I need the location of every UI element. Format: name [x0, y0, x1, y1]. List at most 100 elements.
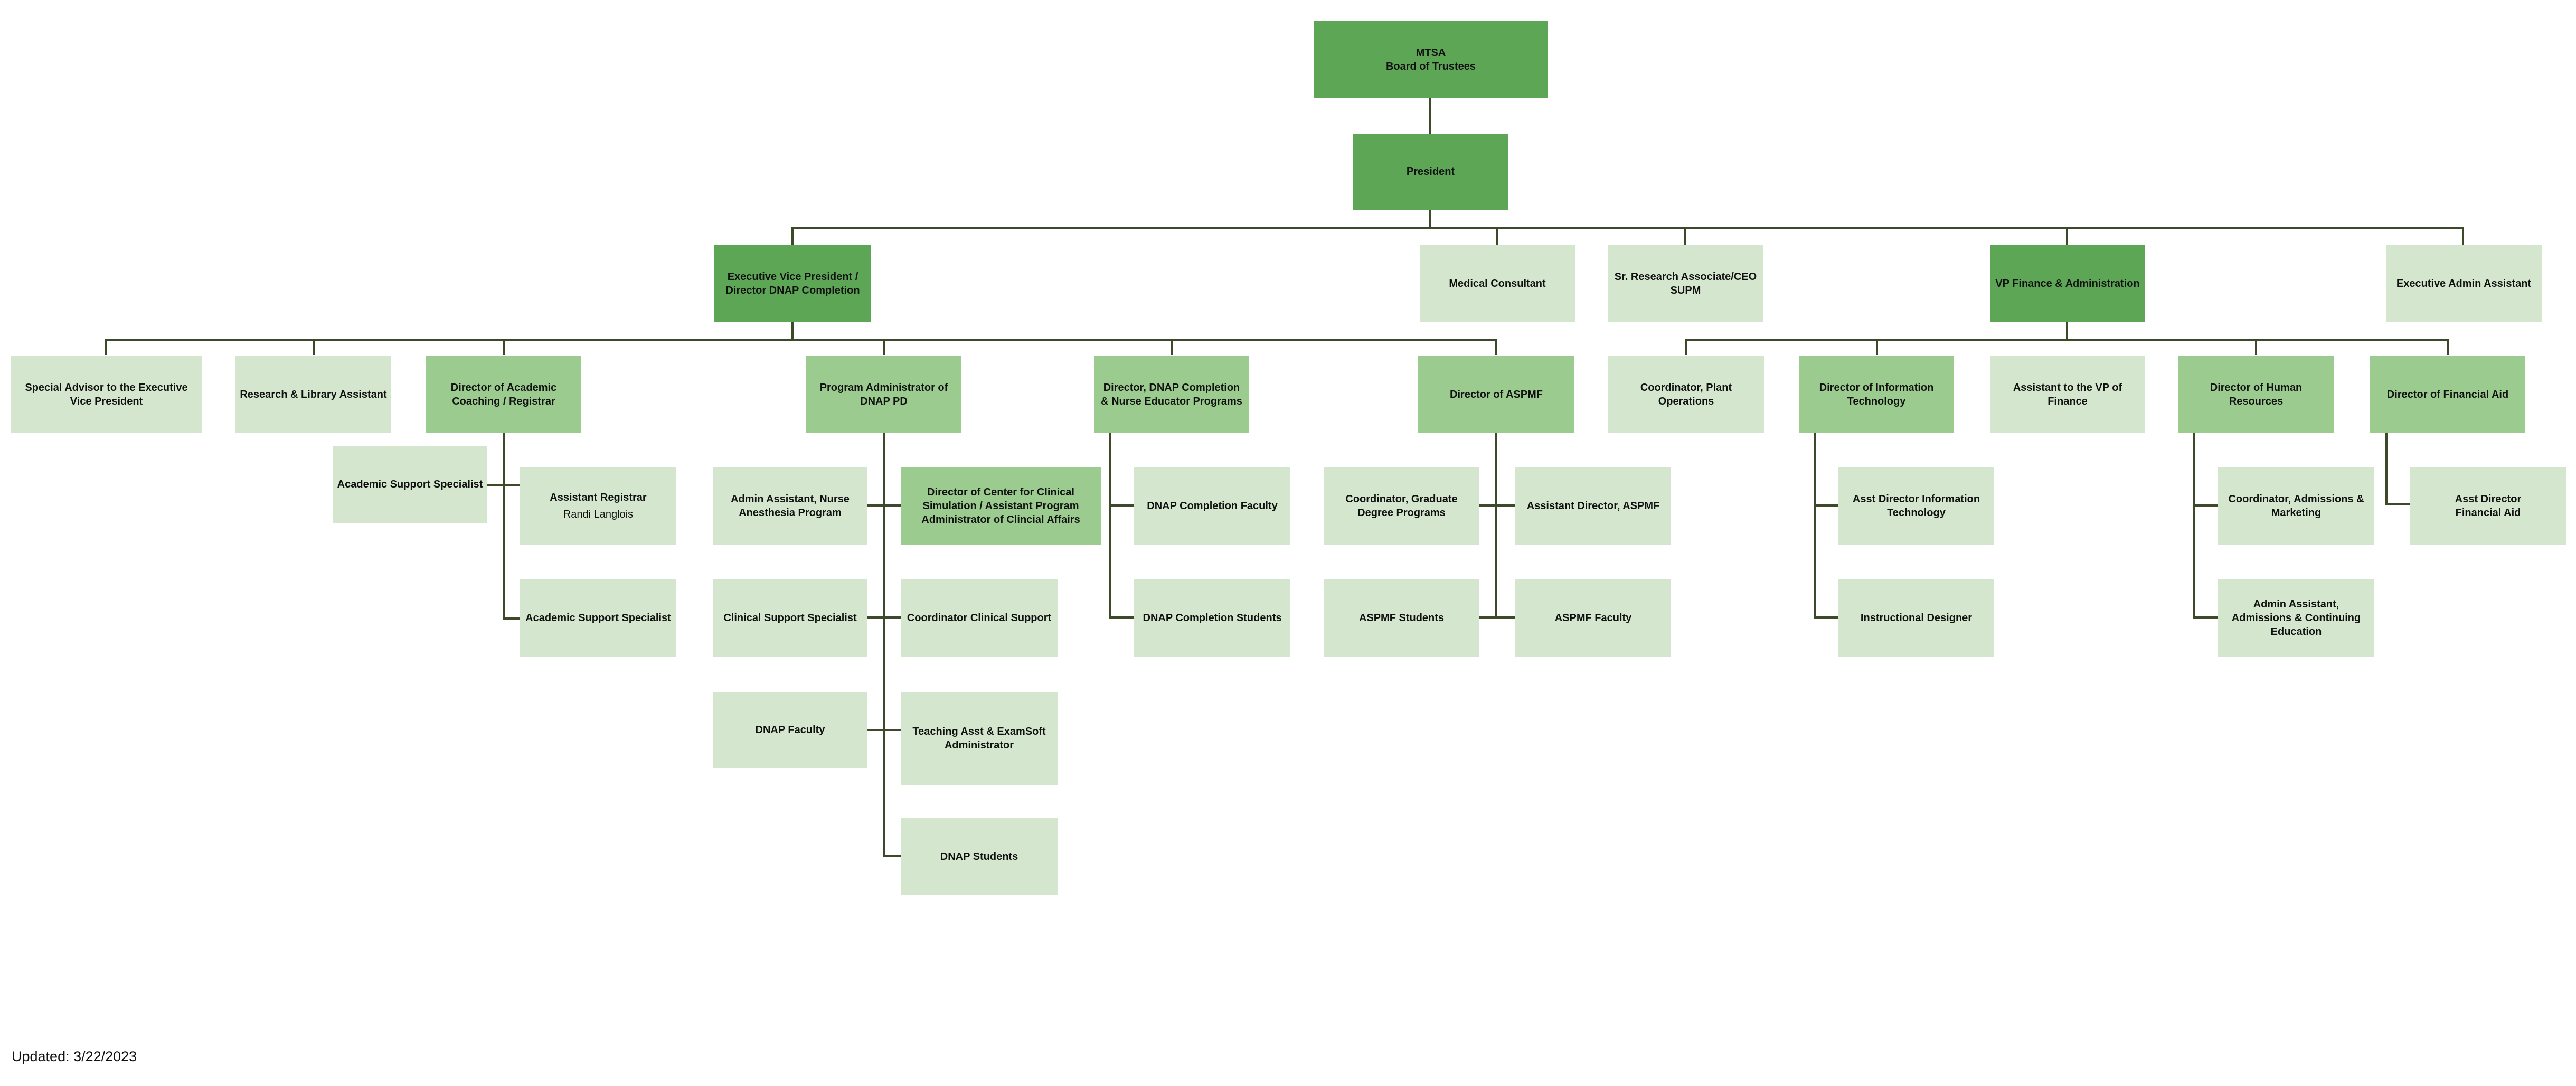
asst-vp-finance-label: Assistant to the VP of Finance [2013, 382, 2122, 407]
dnap-completion-faculty-box: DNAP Completion Faculty [1134, 467, 1290, 545]
academic-support-left-label: Academic Support Specialist [337, 479, 483, 490]
dir-it-label: Director of Information Technology [1819, 382, 1934, 407]
connector [2193, 504, 2218, 507]
aspmf-faculty-label: ASPMF Faculty [1554, 612, 1632, 624]
academic-support-left-box: Academic Support Specialist [333, 446, 487, 523]
connector [1496, 227, 1498, 246]
connector [2193, 616, 2218, 619]
connector [791, 227, 2464, 229]
asst-vp-finance-box: Assistant to the VP of Finance [1990, 356, 2145, 433]
connector [1685, 339, 1687, 355]
asst-dir-fin-aid-line2: Financial Aid [2455, 507, 2521, 519]
connector [2066, 227, 2068, 246]
academic-support-right-box: Academic Support Specialist [520, 579, 676, 657]
dir-academic-label: Director of Academic Coaching / Registra… [450, 382, 557, 407]
dnap-completion-students-label: DNAP Completion Students [1143, 612, 1282, 624]
academic-support-right-label: Academic Support Specialist [525, 612, 671, 624]
connector [2066, 322, 2068, 340]
connector [2193, 433, 2195, 619]
connector [1429, 98, 1431, 134]
dir-dnap-completion-box: Director, DNAP Completion & Nurse Educat… [1094, 356, 1249, 433]
asst-dir-aspmf-label: Assistant Director, ASPMF [1526, 500, 1660, 512]
board-line1: MTSA [1416, 46, 1446, 59]
connector [313, 339, 315, 355]
clinical-support-box: Clinical Support Specialist [713, 579, 867, 657]
dir-academic-box: Director of Academic Coaching / Registra… [426, 356, 581, 433]
instructional-label: Instructional Designer [1860, 612, 1973, 624]
president-box: President [1353, 134, 1508, 210]
teaching-asst-box: Teaching Asst & ExamSoft Administrator [901, 692, 1058, 785]
dir-center-label: Director of Center for Clinical Simulati… [921, 486, 1080, 526]
connector [1684, 227, 1686, 246]
connector [883, 339, 885, 355]
admin-admissions-label: Admin Assistant, Admissions & Continuing… [2231, 598, 2361, 638]
dnap-faculty-box: DNAP Faculty [713, 692, 867, 768]
dir-hr-box: Director of Human Resources [2178, 356, 2334, 433]
connector [1479, 616, 1515, 619]
connector [1876, 339, 1878, 355]
dir-center-box: Director of Center for Clinical Simulati… [901, 467, 1101, 545]
asst-dir-it-label: Asst Director Information Technology [1852, 493, 1980, 519]
research-associate-label: Sr. Research Associate/CEO SUPM [1614, 270, 1757, 296]
dnap-students-label: DNAP Students [940, 851, 1018, 863]
vp-finance-box: VP Finance & Administration [1990, 245, 2145, 322]
connector [1685, 339, 2449, 341]
dir-aspmf-label: Director of ASPMF [1450, 389, 1543, 400]
exec-admin-label: Executive Admin Assistant [2396, 277, 2532, 289]
dnap-completion-faculty-label: DNAP Completion Faculty [1147, 500, 1278, 512]
admin-admissions-box: Admin Assistant, Admissions & Continuing… [2218, 579, 2374, 657]
connector [503, 433, 505, 620]
special-advisor-box: Special Advisor to the Executive Vice Pr… [11, 356, 202, 433]
exec-admin-box: Executive Admin Assistant [2386, 245, 2542, 322]
connector [1814, 504, 1838, 507]
dir-fin-aid-box: Director of Financial Aid [2370, 356, 2525, 433]
connector [105, 339, 107, 355]
connector [105, 339, 1497, 341]
connector [2385, 503, 2410, 505]
connector [866, 729, 901, 731]
program-admin-label: Program Administrator of DNAP PD [819, 382, 948, 407]
connector [1814, 433, 1816, 619]
program-admin-box: Program Administrator of DNAP PD [806, 356, 961, 433]
asst-dir-aspmf-box: Assistant Director, ASPMF [1515, 467, 1671, 545]
connector [866, 504, 901, 507]
coord-grad-box: Coordinator, Graduate Degree Programs [1324, 467, 1479, 545]
coord-clinical-box: Coordinator Clinical Support [901, 579, 1058, 657]
vp-finance-label: VP Finance & Administration [1995, 277, 2140, 289]
connector [1495, 339, 1497, 355]
connector [487, 484, 520, 486]
medical-consultant-box: Medical Consultant [1420, 245, 1575, 322]
connector [2447, 339, 2449, 355]
dir-hr-label: Director of Human Resources [2210, 382, 2303, 407]
admin-asst-nurse-box: Admin Assistant, Nurse Anesthesia Progra… [713, 467, 867, 545]
evp-label: Executive Vice President / Director DNAP… [725, 270, 860, 296]
connector [1429, 210, 1431, 228]
connector [503, 339, 505, 355]
connector [1109, 616, 1134, 619]
connector [1814, 616, 1838, 619]
connector [1479, 504, 1515, 507]
connector [2462, 227, 2464, 246]
connector [791, 322, 794, 340]
dir-fin-aid-label: Director of Financial Aid [2386, 389, 2509, 400]
medical-consultant-label: Medical Consultant [1449, 277, 1546, 289]
updated-date: Updated: 3/22/2023 [12, 1048, 137, 1064]
connector [1495, 433, 1497, 619]
dnap-completion-students-box: DNAP Completion Students [1134, 579, 1290, 657]
coord-admissions-label: Coordinator, Admissions & Marketing [2228, 493, 2364, 519]
coord-clinical-label: Coordinator Clinical Support [907, 612, 1052, 624]
research-library-label: Research & Library Assistant [240, 389, 387, 400]
coord-admissions-box: Coordinator, Admissions & Marketing [2218, 467, 2374, 545]
asst-registrar-name: Randi Langlois [563, 509, 634, 520]
connector [791, 227, 794, 246]
aspmf-students-label: ASPMF Students [1358, 612, 1445, 624]
asst-registrar-box: Assistant Registrar Randi Langlois [520, 467, 676, 545]
instructional-box: Instructional Designer [1838, 579, 1994, 657]
connector [883, 855, 901, 857]
board-of-trustees-box: MTSA Board of Trustees [1314, 21, 1548, 98]
coord-plant-label: Coordinator, Plant Operations [1640, 382, 1732, 407]
asst-dir-fin-aid-line1: Asst Director [2455, 493, 2522, 505]
connector [2385, 433, 2388, 504]
aspmf-students-box: ASPMF Students [1324, 579, 1479, 657]
